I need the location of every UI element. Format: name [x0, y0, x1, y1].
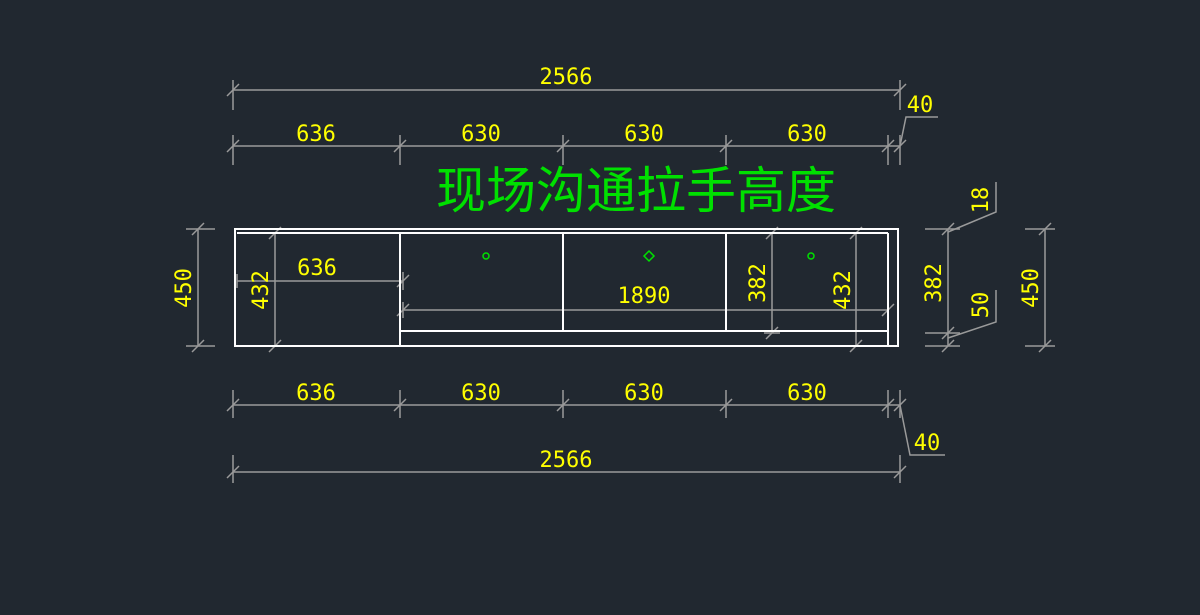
top-segment-3-dim: 630	[624, 122, 664, 147]
inner-left-height-dim: 432	[249, 270, 274, 310]
right-height-dim: 450	[1019, 268, 1044, 308]
top-segment-1-dim: 636	[296, 122, 336, 147]
inner-right-height-b-dim: 432	[831, 270, 856, 310]
inner-center-width-dim: 1890	[618, 284, 671, 309]
top-segment-4-dim: 630	[787, 122, 827, 147]
handle-height-note: 现场沟通拉手高度	[436, 162, 836, 220]
cabinet-outline	[234, 228, 899, 347]
right-top-offset-dim: 18	[969, 187, 994, 214]
handle-marker	[482, 252, 490, 260]
bottom-segment-1-dim: 636	[296, 381, 336, 406]
top-overall-dim: 2566	[540, 65, 593, 90]
right-inner-dim: 382	[922, 263, 947, 303]
inner-right-height-a-dim: 382	[746, 263, 771, 303]
right-bottom-offset-dim: 50	[969, 292, 994, 319]
dimension-lines	[186, 80, 1055, 483]
inner-left-width-dim: 636	[297, 256, 337, 281]
top-end-dim: 40	[907, 93, 934, 118]
left-height-dim: 450	[172, 268, 197, 308]
bottom-segment-3-dim: 630	[624, 381, 664, 406]
bottom-segment-4-dim: 630	[787, 381, 827, 406]
top-segment-2-dim: 630	[461, 122, 501, 147]
bottom-end-dim: 40	[914, 431, 941, 456]
bottom-segment-2-dim: 630	[461, 381, 501, 406]
bottom-overall-dim: 2566	[540, 448, 593, 473]
handle-marker	[807, 252, 815, 260]
handle-marker	[642, 249, 656, 263]
handle-markers	[482, 249, 815, 263]
